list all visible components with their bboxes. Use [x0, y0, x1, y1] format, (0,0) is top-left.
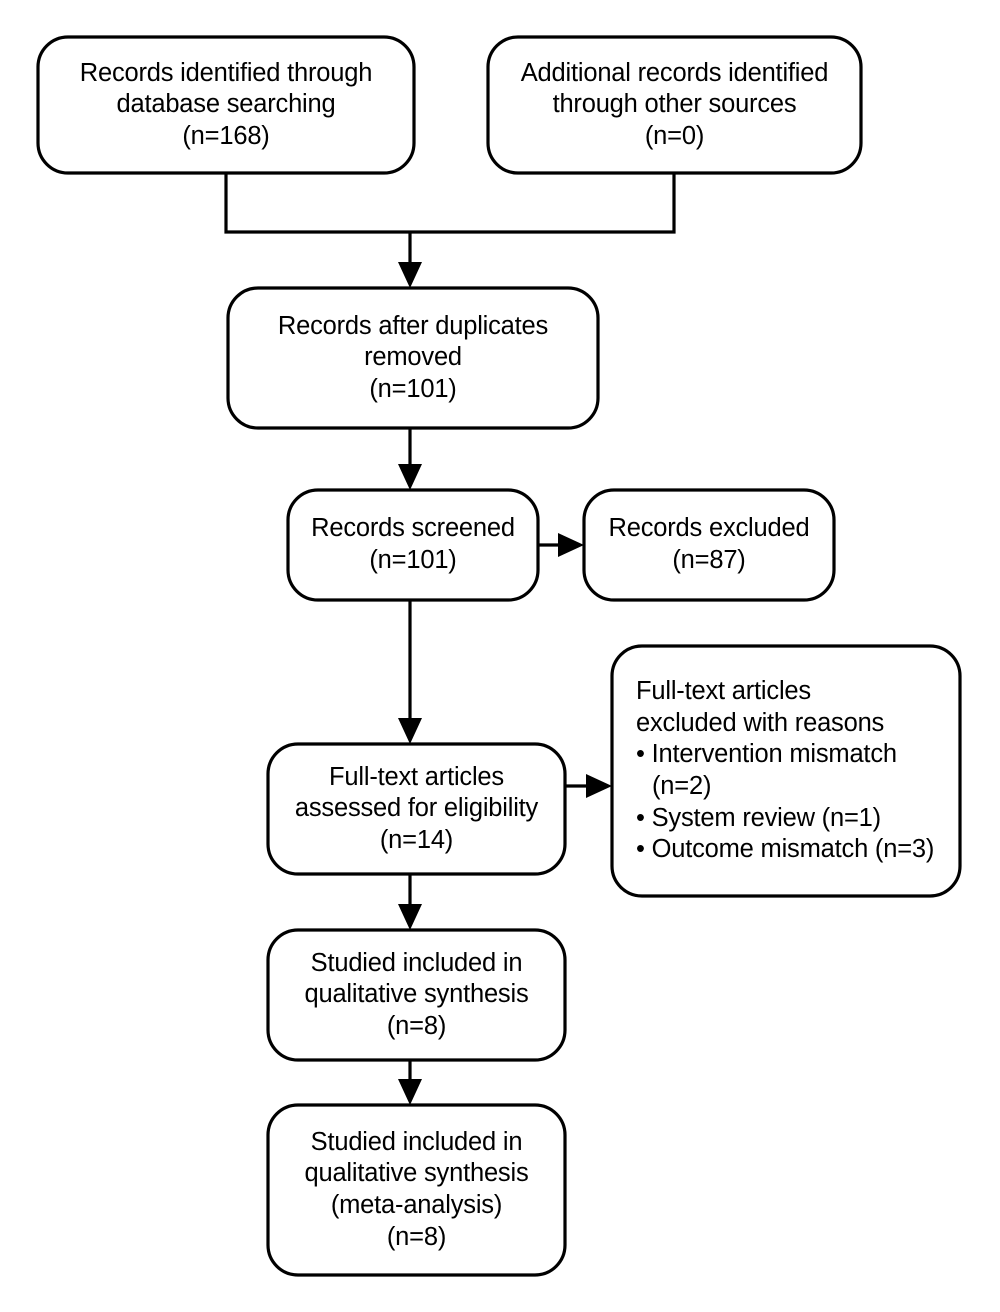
box-fulltext-excluded-with-reasons — [610, 644, 962, 898]
box-records-screened — [286, 488, 540, 602]
arrow-merge-to-duplicates-removed — [398, 232, 422, 288]
arrow-screened-to-fulltext — [398, 600, 422, 744]
arrow-duplicates-to-screened — [398, 428, 422, 490]
box-fulltext-assessed-eligibility — [266, 742, 567, 876]
box-additional-records-other-sources — [486, 35, 863, 175]
box-studies-included-meta-analysis — [266, 1103, 567, 1277]
arrow-fulltext-to-excluded-reasons — [565, 774, 612, 798]
connector-merge-top-boxes — [224, 173, 676, 234]
box-records-identified-database — [36, 35, 416, 175]
arrow-qualitative-to-meta-analysis — [398, 1060, 422, 1105]
arrow-screened-to-excluded — [538, 533, 584, 557]
box-records-after-duplicates-removed — [226, 286, 600, 430]
box-studies-included-qualitative-synthesis — [266, 928, 567, 1062]
arrow-fulltext-to-qualitative — [398, 874, 422, 930]
box-records-excluded — [582, 488, 836, 602]
